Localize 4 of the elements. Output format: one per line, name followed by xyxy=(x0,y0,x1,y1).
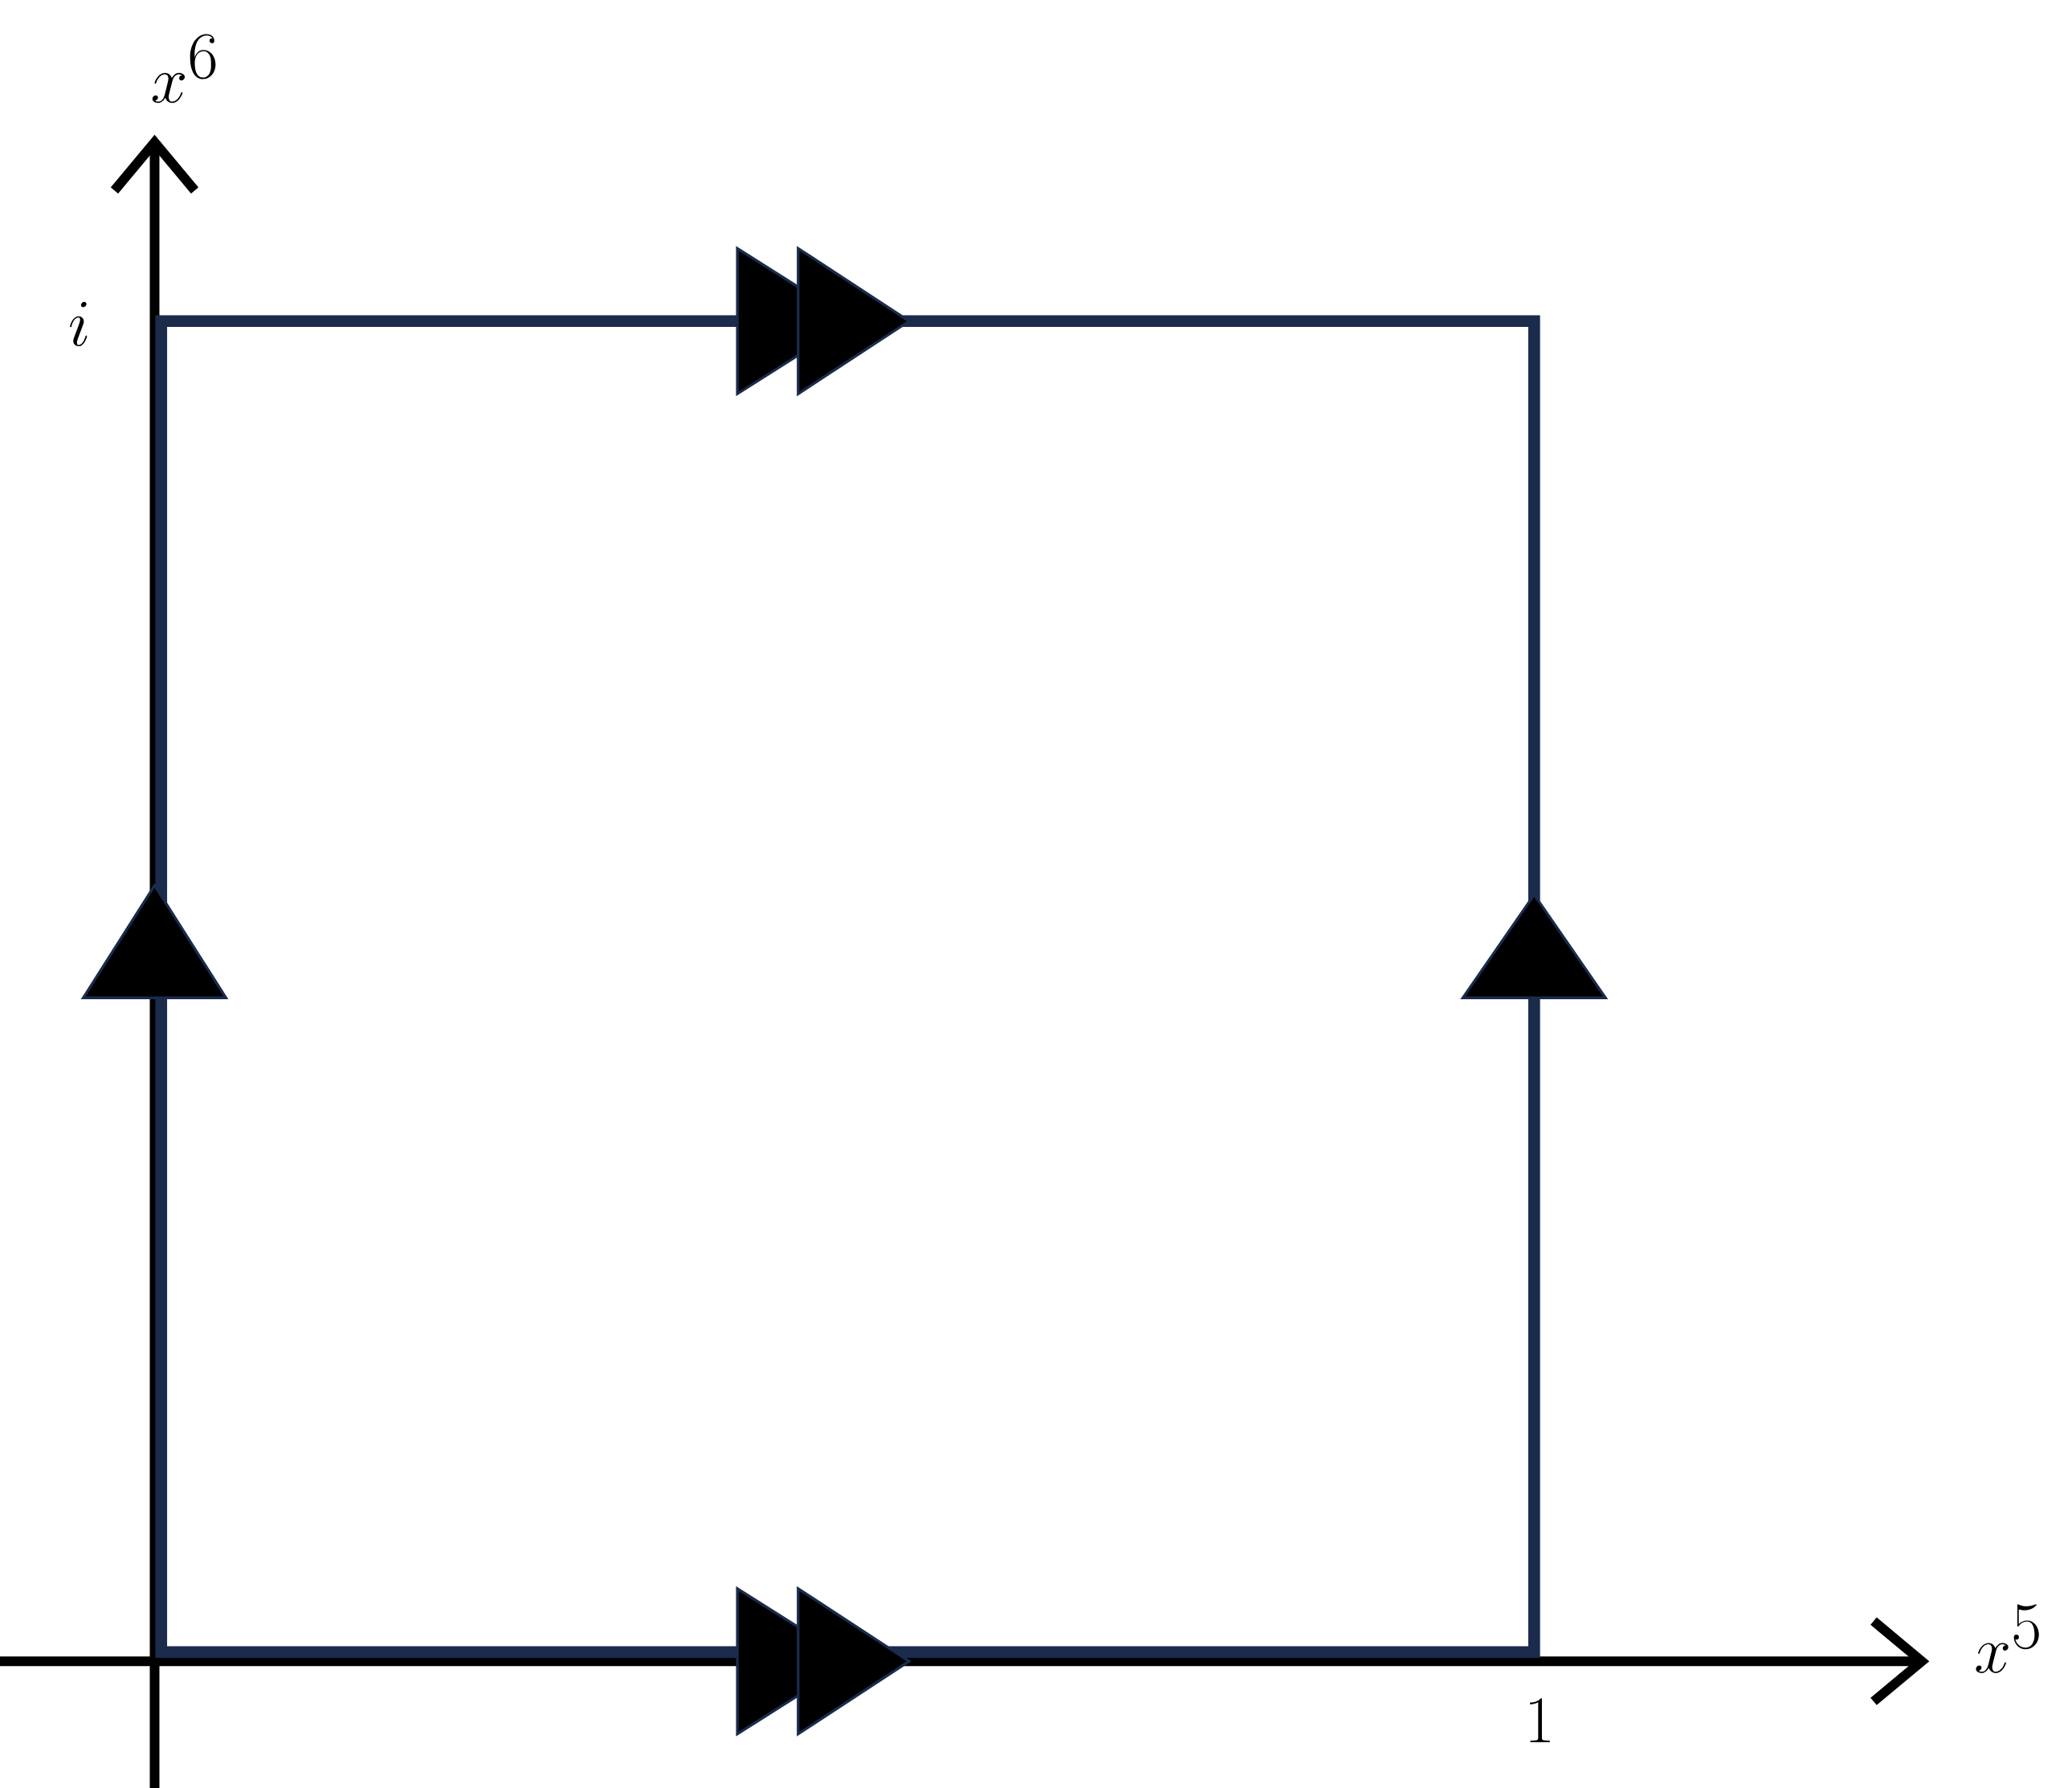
axis-label: $i$ xyxy=(70,301,88,346)
axis-label: $x^6$ xyxy=(152,34,216,104)
axis-label: $1$ xyxy=(1530,1698,1550,1742)
axis-label: $x^5$ xyxy=(1976,1604,2039,1673)
